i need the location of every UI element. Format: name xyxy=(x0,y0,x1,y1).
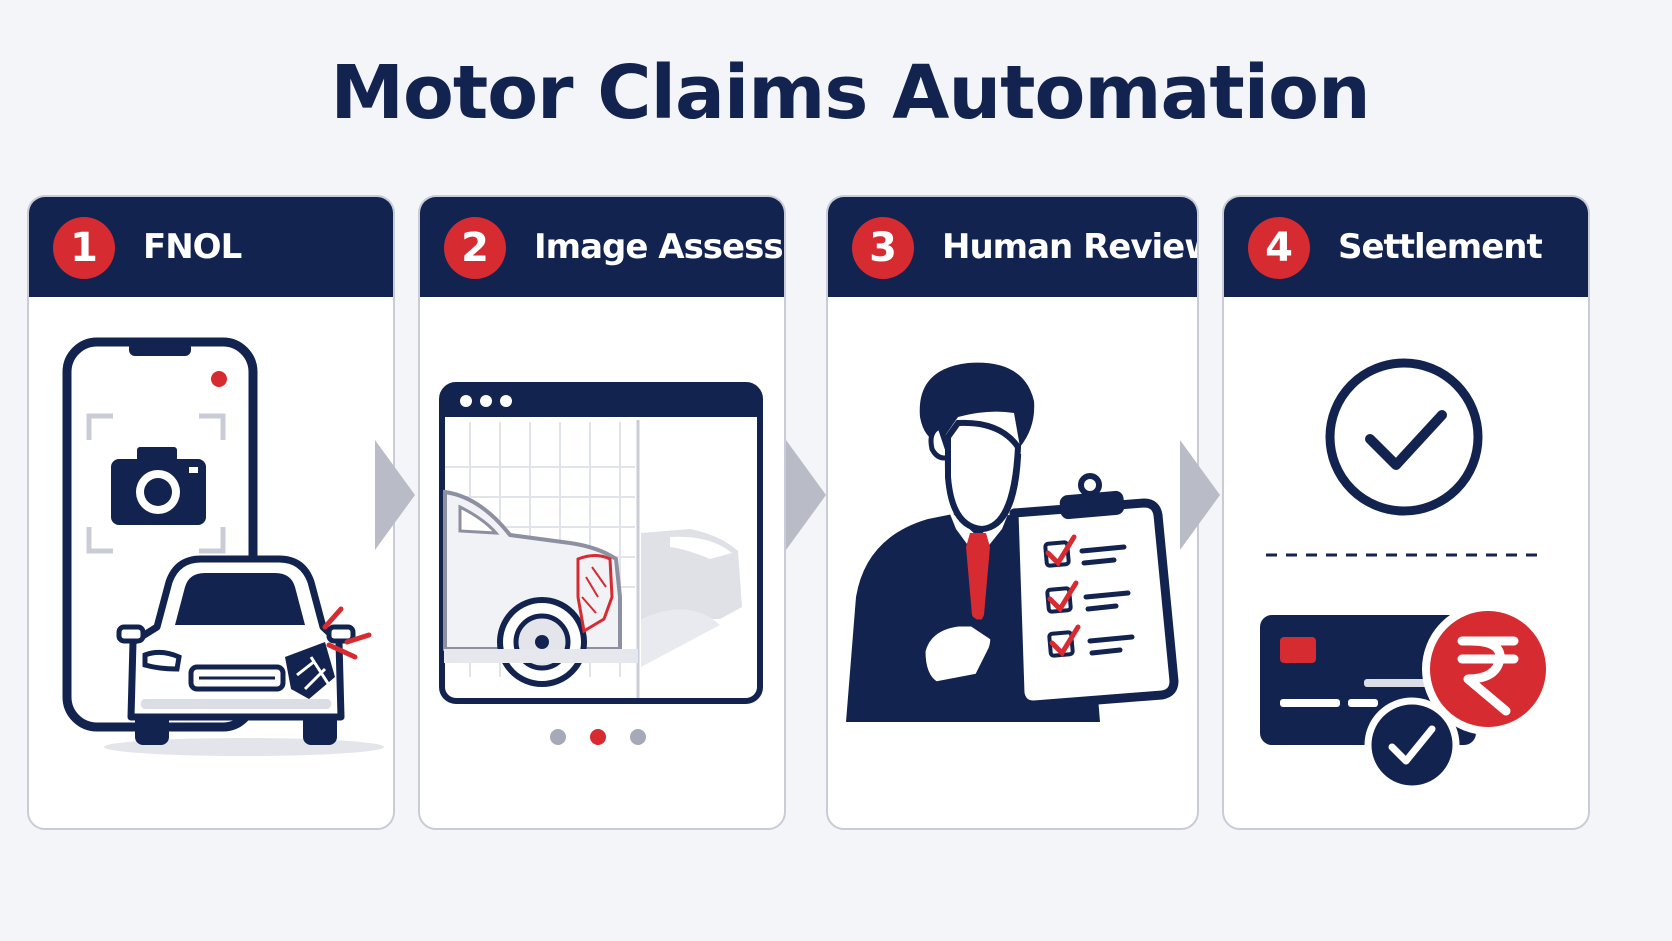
step-header: 4 Settlement xyxy=(1224,197,1588,297)
car-scan-left xyxy=(443,489,638,687)
settlement-illustration xyxy=(1260,358,1554,793)
human-review-illustration xyxy=(846,362,1179,722)
flow-arrow-icon xyxy=(375,440,415,550)
step-number-badge: 4 xyxy=(1248,217,1310,279)
carousel-dots xyxy=(550,729,646,745)
checklist-clipboard-icon xyxy=(1009,473,1179,710)
step-number-badge: 2 xyxy=(444,217,506,279)
step-header: 1 FNOL xyxy=(29,197,393,297)
car-scan-right xyxy=(641,529,742,667)
step-title: FNOL xyxy=(143,227,242,267)
step-number-badge: 1 xyxy=(53,217,115,279)
step-title: Settlement xyxy=(1338,227,1543,267)
step-header: 3 Human Review xyxy=(828,197,1197,297)
step-title: Image Assessment xyxy=(534,227,784,267)
step-card-settlement: 4 Settlement xyxy=(1222,195,1590,830)
step-card-fnol: 1 FNOL xyxy=(27,195,395,830)
fnol-illustration xyxy=(62,337,384,756)
check-circle-icon xyxy=(1325,358,1483,516)
flow-arrow-icon xyxy=(1180,440,1220,550)
rupee-coin-icon xyxy=(1422,603,1554,735)
flow-arrow-icon xyxy=(786,440,826,550)
step-card-image-assessment: 2 Image Assessment xyxy=(418,195,786,830)
approved-check-badge-icon xyxy=(1364,697,1460,793)
image-assessment-illustration xyxy=(439,382,763,745)
step-number-badge: 3 xyxy=(852,217,914,279)
step-title: Human Review xyxy=(942,227,1199,267)
damaged-car-icon xyxy=(104,555,384,756)
step-card-human-review: 3 Human Review xyxy=(826,195,1199,830)
step-header: 2 Image Assessment xyxy=(420,197,784,297)
page-title: Motor Claims Automation xyxy=(330,50,1370,136)
reviewer-hand xyxy=(918,594,1020,689)
camera-icon xyxy=(111,447,206,525)
